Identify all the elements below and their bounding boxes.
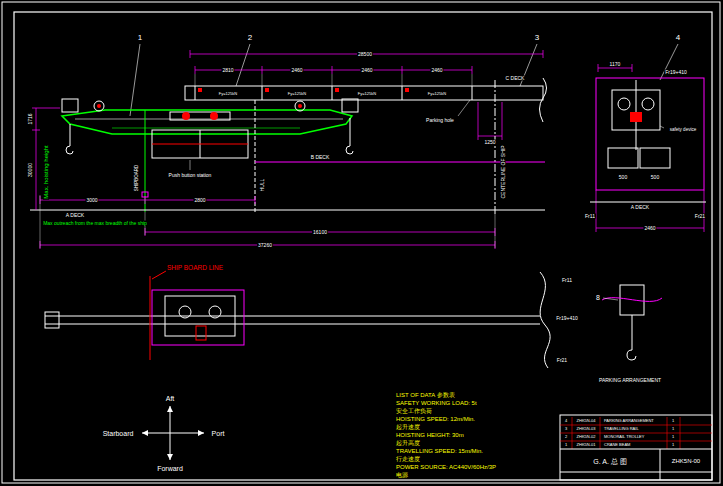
drawing-label: 28500 bbox=[357, 52, 373, 57]
drawing-label: 2810 bbox=[221, 68, 234, 73]
drawing-label: TRAVELLING SPEED: 15m/Min. bbox=[395, 448, 484, 454]
drawing-label: SHIP BOARD LINE bbox=[166, 265, 224, 272]
drawing-label: G. A. 总 图 bbox=[592, 458, 627, 465]
drawing-label: Aft bbox=[165, 395, 176, 402]
drawing-label: safety device bbox=[669, 128, 697, 133]
drawing-label: TRAVELLING RAIL bbox=[603, 427, 640, 431]
drawing-label: 500 bbox=[650, 175, 660, 180]
drawing-label: 1 bbox=[137, 34, 143, 42]
drawing-label: 2460 bbox=[430, 68, 443, 73]
drawing-label: 1 bbox=[671, 419, 675, 423]
drawing-label: 8 bbox=[595, 294, 601, 301]
drawing-label: SAFETY WORKING LOAD: 5t bbox=[395, 400, 478, 406]
drawing-label: 1716 bbox=[28, 112, 33, 125]
drawing-label: PARKING ARRANGEMENT bbox=[598, 378, 662, 383]
drawing-label: ZHK5N-00 bbox=[671, 458, 701, 464]
drawing-label: 30000 bbox=[28, 162, 33, 178]
drawing-label: 1 bbox=[564, 443, 568, 447]
drawing-label: Fr21 bbox=[694, 214, 706, 219]
drawing-label: CENTERLINE OF SHIP bbox=[501, 144, 506, 199]
drawing-label: 2460 bbox=[290, 68, 303, 73]
drawing-label: CRANE BEAM bbox=[603, 443, 631, 447]
drawing-label: ZHK5N-01 bbox=[576, 443, 597, 447]
drawing-label: Forward bbox=[156, 465, 184, 472]
drawing-label: ZHK5N-02 bbox=[576, 435, 597, 439]
drawing-label: 2460 bbox=[360, 68, 373, 73]
drawing-label: 2800 bbox=[193, 198, 206, 203]
drawing-label: 起升高度 bbox=[395, 440, 421, 446]
drawing-label: Fr19+410 bbox=[664, 70, 688, 75]
drawing-label: Max outreach from the max breadth of the… bbox=[42, 221, 148, 226]
drawing-label: Fy=125kN bbox=[218, 92, 238, 96]
drawing-label: 500 bbox=[618, 175, 628, 180]
drawing-label: Starboard bbox=[102, 430, 135, 437]
drawing-label: Fr11 bbox=[584, 214, 596, 219]
drawing-label: LIST OF DATA 参数表 bbox=[395, 392, 456, 398]
drawing-label: 4 bbox=[675, 34, 681, 42]
drawing-label: ZHK5N-04 bbox=[576, 419, 597, 423]
drawing-label: 2 bbox=[247, 34, 253, 42]
drawing-label: HOISTING SPEED: 12m/Min. bbox=[395, 416, 476, 422]
drawing-label: C DECK bbox=[505, 76, 526, 81]
drawing-label: HULL bbox=[260, 178, 265, 193]
drawing-label: B DECK bbox=[310, 155, 331, 160]
drawing-label: 2460 bbox=[643, 226, 656, 231]
drawing-label: HOISTING HEIGHT: 30m bbox=[395, 432, 465, 438]
drawing-label: 起升速度 bbox=[395, 424, 421, 430]
drawing-label: 行走速度 bbox=[395, 456, 421, 462]
drawing-label: POWER SOURCE: AC440V/60Hz/3P bbox=[395, 464, 497, 470]
drawing-label: 37260 bbox=[257, 243, 273, 248]
drawing-label: 3 bbox=[534, 34, 540, 42]
drawing-label: Fr19+410 bbox=[555, 316, 579, 321]
drawing-label: Fr21 bbox=[556, 358, 568, 363]
drawing-label: A DECK bbox=[65, 213, 85, 218]
drawing-label: 1170 bbox=[609, 62, 622, 67]
drawing-label: 1 bbox=[671, 427, 675, 431]
drawing-label: Fy=125kN bbox=[357, 92, 377, 96]
drawing-label: 1250 bbox=[483, 140, 496, 145]
drawing-label: 电源 bbox=[395, 472, 409, 478]
drawing-label: 1 bbox=[671, 435, 675, 439]
drawing-label: A DECK bbox=[630, 205, 650, 210]
drawing-label: PARKING ARRANGEMENT bbox=[603, 419, 655, 423]
drawing-label: Fr11 bbox=[561, 278, 573, 283]
drawing-label: ZHK5N-03 bbox=[576, 427, 597, 431]
drawing-label: 3 bbox=[564, 427, 568, 431]
drawing-label: SHIPBOARD bbox=[135, 164, 140, 193]
drawing-label: Push button station bbox=[168, 173, 213, 178]
drawing-label: 1 bbox=[671, 443, 675, 447]
drawing-label: MONORAIL TROLLEY bbox=[603, 435, 645, 439]
drawing-label: Max. hoisting height bbox=[43, 144, 49, 199]
drawing-label: 3000 bbox=[85, 198, 98, 203]
drawing-label: Parking hole bbox=[425, 118, 455, 123]
drawing-label: Fy=125kN bbox=[427, 92, 447, 96]
drawing-label: Fy=125kN bbox=[287, 92, 307, 96]
drawing-label: 16100 bbox=[312, 230, 328, 235]
drawing-label: 4 bbox=[564, 419, 568, 423]
drawing-label: Port bbox=[211, 430, 226, 437]
drawing-label: 安全工作负荷 bbox=[395, 408, 433, 414]
drawing-label: 2 bbox=[564, 435, 568, 439]
